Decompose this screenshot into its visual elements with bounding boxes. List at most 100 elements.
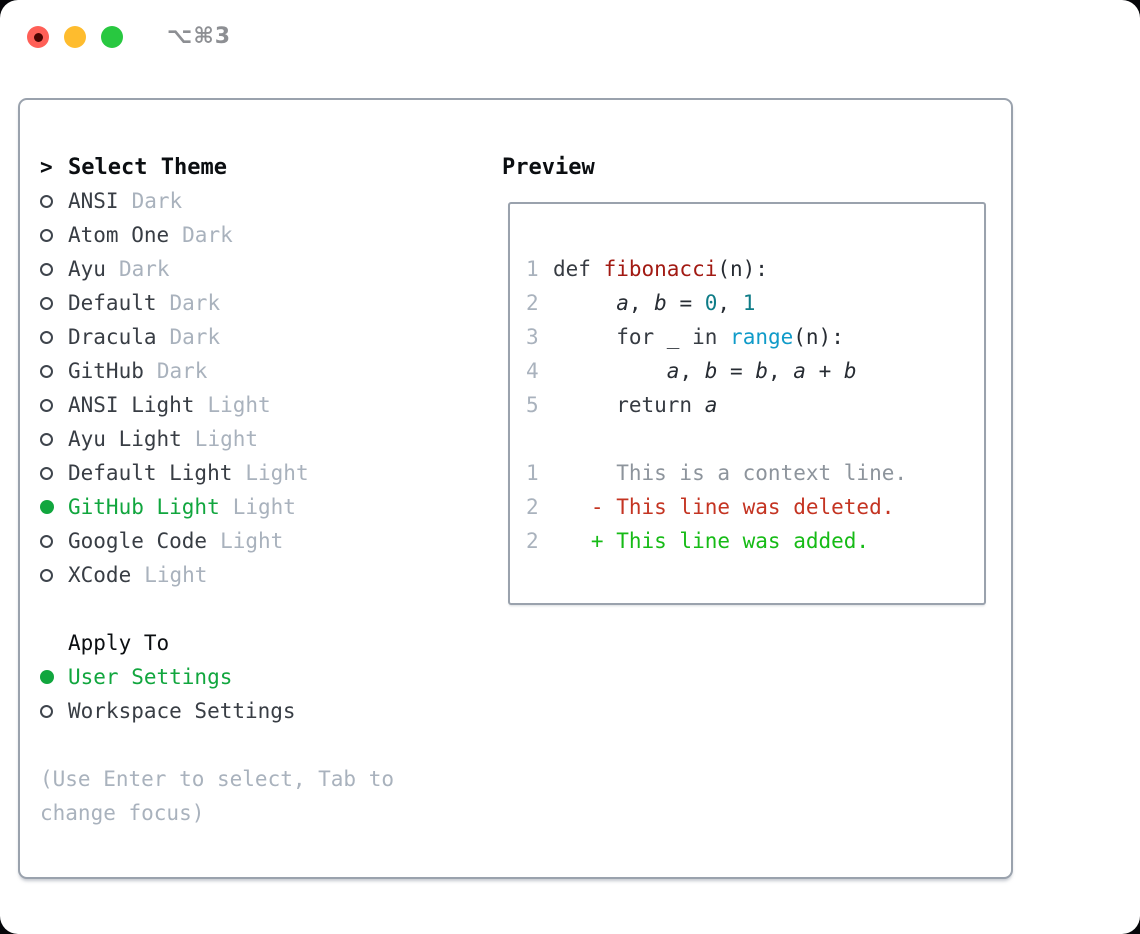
- code-line: 1 This is a context line.: [526, 456, 984, 490]
- theme-name: ANSI: [68, 189, 119, 213]
- code-token: +: [805, 359, 844, 383]
- radio-icon: [40, 228, 53, 242]
- code-text: a, b = b, a + b: [553, 359, 857, 383]
- theme-name: Dracula: [68, 325, 157, 349]
- zoom-button[interactable]: [101, 26, 123, 48]
- theme-name: Default: [68, 291, 157, 315]
- radio-icon: [40, 194, 53, 208]
- spacer: [40, 728, 502, 762]
- line-number: 1: [526, 257, 539, 281]
- code-token: [553, 359, 667, 383]
- theme-name: Ayu: [68, 257, 106, 281]
- apply-option-user-settings[interactable]: User Settings: [40, 660, 502, 694]
- close-button[interactable]: [27, 26, 49, 48]
- theme-name: Ayu Light: [68, 427, 182, 451]
- window-title: ⌥⌘3: [167, 24, 232, 49]
- code-token: + This line was added.: [553, 529, 870, 553]
- radio-icon: [40, 330, 53, 344]
- code-token: (n):: [717, 257, 768, 281]
- theme-variant: Dark: [169, 291, 221, 315]
- line-number: 3: [526, 325, 539, 349]
- theme-variant: Dark: [118, 257, 170, 281]
- code-token: in: [692, 325, 718, 349]
- code-token: a: [666, 359, 680, 383]
- theme-variant: Light: [194, 427, 259, 451]
- code-token: b: [704, 359, 718, 383]
- code-token: b: [755, 359, 768, 383]
- radio-icon: [40, 568, 53, 582]
- theme-name: GitHub Light: [68, 495, 220, 519]
- radio-icon: [40, 432, 53, 446]
- radio-icon: [40, 704, 53, 718]
- minimize-button[interactable]: [64, 26, 86, 48]
- code-text: - This line was deleted.: [553, 495, 894, 519]
- code-token: a: [793, 359, 806, 383]
- theme-option-dracula[interactable]: Dracula Dark: [40, 320, 502, 354]
- line-number: 2: [526, 291, 539, 315]
- theme-option-ayu-light[interactable]: Ayu Light Light: [40, 422, 502, 456]
- code-line: 4 a, b = b, a + b: [526, 354, 984, 388]
- radio-icon: [40, 262, 53, 276]
- code-token: def: [553, 257, 604, 281]
- theme-variant: Dark: [156, 359, 208, 383]
- apply-to-header: Apply To: [40, 626, 502, 660]
- code-line: 5 return a: [526, 388, 984, 422]
- code-token: fibonacci: [603, 257, 718, 281]
- theme-variant: Light: [245, 461, 309, 485]
- code-text: This is a context line.: [553, 461, 907, 485]
- traffic-lights: [27, 26, 123, 48]
- code-text: return a: [553, 393, 717, 417]
- code-token: [553, 325, 616, 349]
- code-token: (n):: [793, 325, 844, 349]
- modified-dot-icon: [33, 32, 43, 42]
- theme-option-default[interactable]: Default Dark: [40, 286, 502, 320]
- code-line: 3 for _ in range(n):: [526, 320, 984, 354]
- code-line: 2 + This line was added.: [526, 524, 984, 558]
- radio-icon: [40, 296, 53, 310]
- code-token: 1: [742, 291, 756, 315]
- theme-variant: Dark: [169, 325, 221, 349]
- code-token: b: [654, 291, 667, 315]
- theme-option-ansi[interactable]: ANSI Dark: [40, 184, 502, 218]
- code-token: ,: [679, 359, 705, 383]
- code-line: 2 - This line was deleted.: [526, 490, 984, 524]
- blank-line: [526, 422, 984, 456]
- line-number: 2: [526, 529, 539, 553]
- code-token: for: [616, 325, 655, 349]
- code-line: 1 def fibonacci(n):: [526, 252, 984, 286]
- select-theme-header: > Select Theme: [40, 150, 502, 184]
- code-line: 2 a, b = 0, 1: [526, 286, 984, 320]
- select-theme-title: Select Theme: [68, 154, 227, 180]
- code-token: =: [717, 359, 756, 383]
- titlebar: ⌥⌘3: [0, 0, 1140, 75]
- code-token: ,: [768, 359, 794, 383]
- line-number: 1: [526, 461, 539, 485]
- theme-variant: Dark: [131, 189, 183, 213]
- code-token: ,: [628, 291, 655, 315]
- theme-variant: Dark: [182, 223, 233, 247]
- code-token: =: [666, 291, 705, 315]
- theme-option-ayu[interactable]: Ayu Dark: [40, 252, 502, 286]
- apply-option-workspace-settings[interactable]: Workspace Settings: [40, 694, 502, 728]
- code-token: 0: [704, 291, 718, 315]
- radio-icon: [40, 398, 53, 412]
- theme-option-github-light[interactable]: GitHub Light Light: [40, 490, 502, 524]
- code-token: _: [654, 325, 693, 349]
- apply-to-title: Apply To: [68, 631, 170, 655]
- theme-variant: Light: [232, 495, 296, 519]
- radio-icon: [40, 534, 53, 548]
- theme-name: ANSI Light: [68, 393, 195, 417]
- code-text: a, b = 0, 1: [553, 291, 755, 315]
